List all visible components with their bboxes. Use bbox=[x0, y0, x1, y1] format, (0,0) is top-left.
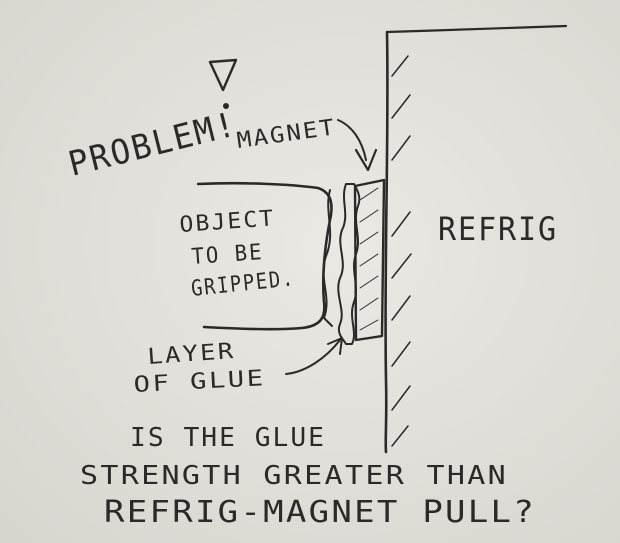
wall-hatching bbox=[391, 55, 412, 447]
exclamation-icon bbox=[208, 58, 238, 109]
object-to-be-gripped bbox=[196, 181, 333, 331]
object-label-line-2: TO BE bbox=[191, 240, 265, 270]
question-line-1: IS THE GLUE bbox=[130, 423, 326, 453]
magnet-shading bbox=[359, 187, 379, 331]
question-line-3: REFRIG-MAGNET PULL? bbox=[104, 495, 536, 530]
glue-label-line-1: LAYER bbox=[147, 339, 237, 370]
question-line-2: STRENGTH GREATER THAN bbox=[80, 461, 508, 491]
refrigerator-wall bbox=[384, 24, 568, 454]
glue-arrow bbox=[285, 337, 343, 375]
magnet-arrow bbox=[337, 119, 378, 172]
glue-layer bbox=[322, 183, 361, 345]
refrig-label: REFRIG bbox=[438, 210, 558, 248]
